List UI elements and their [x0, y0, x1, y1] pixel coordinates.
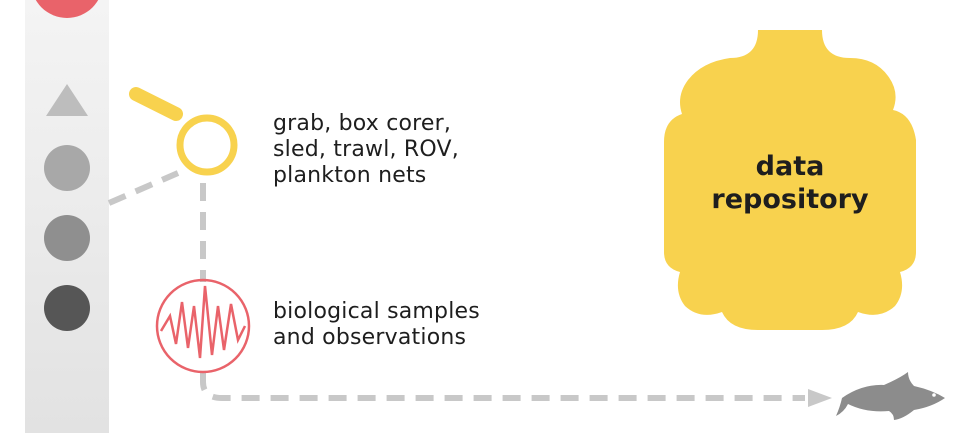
magnifier-icon — [129, 87, 238, 176]
repository-line-2: repository — [711, 184, 869, 215]
samples-label: biological samples and observations — [273, 299, 480, 351]
circle-icon-light — [44, 145, 90, 191]
fish-icon — [836, 372, 945, 420]
sampling-tools-label: grab, box corer, sled, trawl, ROV, plank… — [273, 111, 459, 189]
red-circle-marker — [35, 0, 99, 18]
circle-icon-dark — [44, 285, 90, 331]
fish-eye-icon — [932, 393, 936, 397]
sampling-tools-line-1: grab, box corer, — [273, 111, 452, 136]
repository-line-1: data — [755, 151, 825, 182]
connector-samples-to-fish — [200, 372, 805, 401]
triangle-icon — [46, 84, 88, 116]
sampling-tools-line-3: plankton nets — [273, 163, 427, 188]
connector-column-to-tools — [107, 170, 180, 206]
waveform-icon — [155, 278, 251, 374]
repository-label: data repository — [665, 150, 915, 216]
repository-gear-shape — [664, 30, 916, 330]
samples-line-1: biological samples — [273, 299, 480, 324]
circle-icon-medium — [44, 215, 90, 261]
samples-line-2: and observations — [273, 325, 467, 350]
sampling-tools-line-2: sled, trawl, ROV, — [273, 137, 459, 162]
arrow-head-icon — [808, 389, 832, 407]
